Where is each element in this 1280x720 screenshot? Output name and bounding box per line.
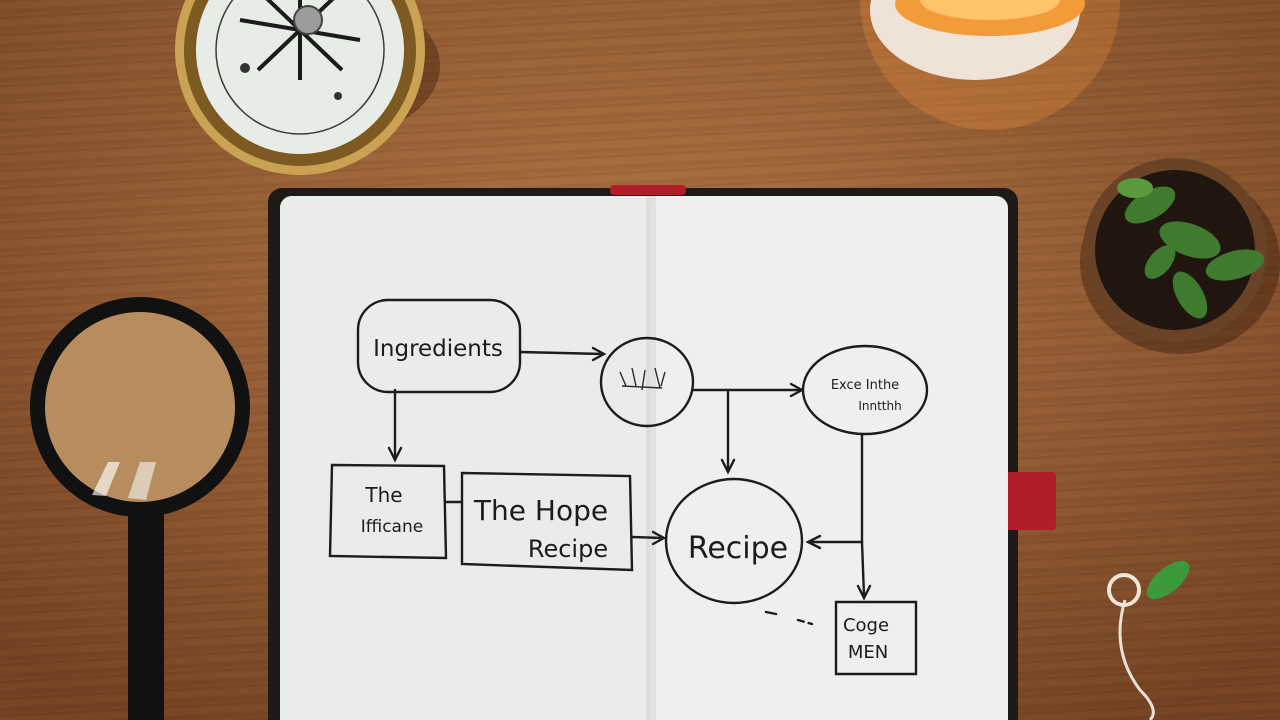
candle (860, 0, 1120, 130)
flowchart-labels: Ingredients Exce Inthe Inntthh The Iffic… (361, 336, 902, 663)
small-box-label-line1: Coge (843, 615, 889, 636)
top-circle-node (599, 336, 695, 428)
compass (175, 0, 440, 175)
left-box-label-line2: Ifficane (361, 517, 423, 537)
right-circle-label-line2: Inntthh (858, 399, 901, 413)
middle-box-node (460, 471, 634, 572)
ingredients-label: Ingredients (373, 336, 503, 362)
recipe-circle-label: Recipe (688, 531, 788, 566)
middle-box-label-line2: Recipe (528, 535, 608, 563)
recipe-circle-node (664, 477, 804, 605)
top-circle-scribble (619, 367, 666, 391)
flowchart (328, 298, 929, 676)
left-box-label-line1: The (364, 483, 402, 507)
ingredients-node (356, 298, 522, 394)
middle-box-label-line1: The Hope (473, 494, 608, 527)
notebook (268, 185, 1056, 720)
potted-plant (1080, 158, 1280, 354)
small-box-node (834, 600, 918, 676)
connector-arrows (387, 346, 872, 626)
left-box-node (328, 463, 448, 560)
right-circle-label-line1: Exce Inthe (831, 378, 899, 393)
magnifying-glass (30, 297, 250, 720)
small-box-label-line2: MEN (848, 642, 888, 663)
small-sprout (1107, 560, 1190, 720)
